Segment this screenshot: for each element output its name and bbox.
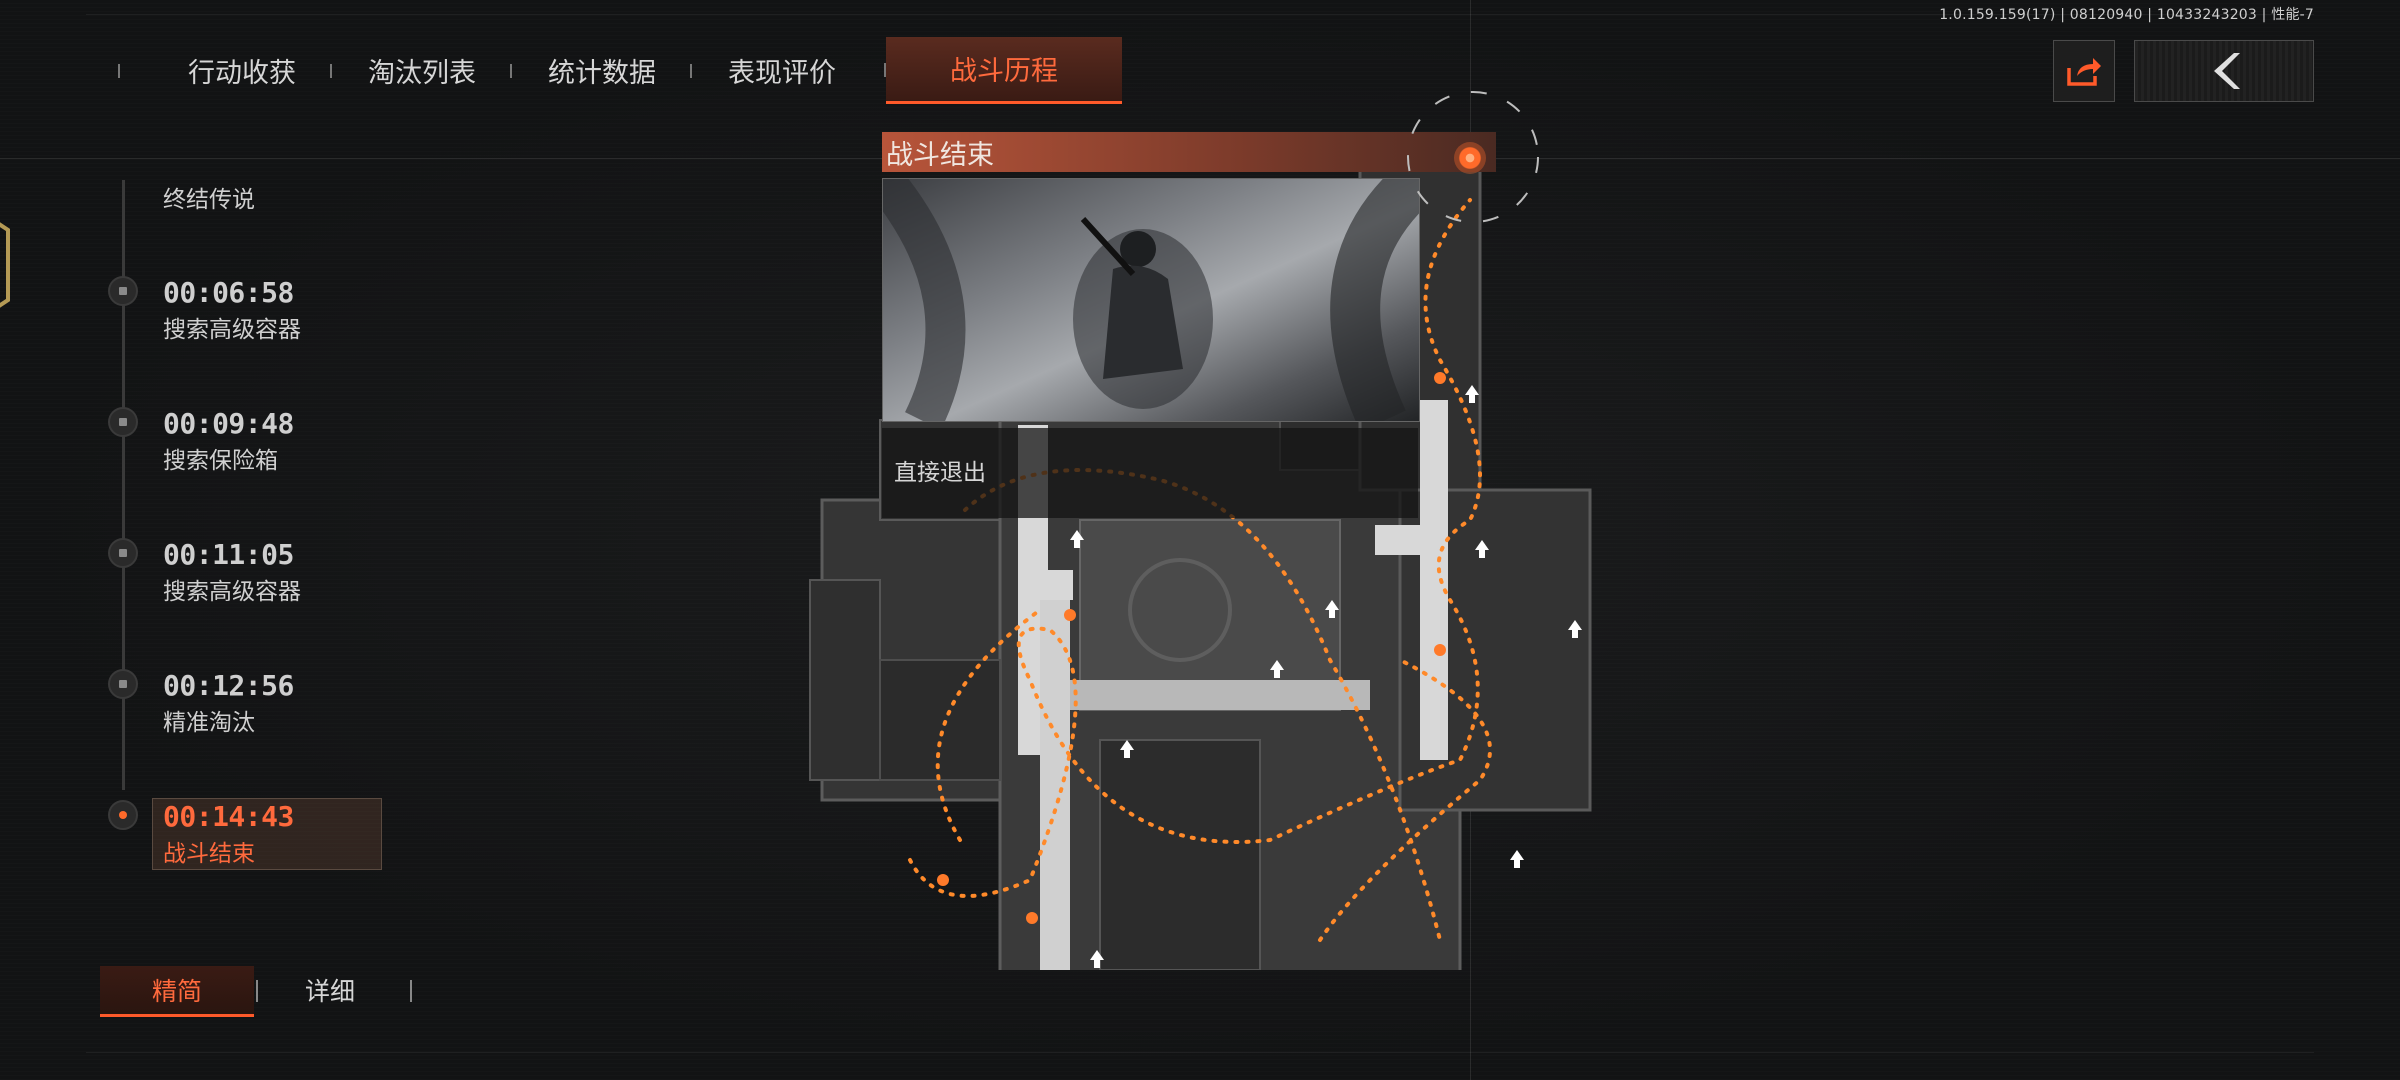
target-ring-icon [1407,91,1539,223]
event-label: 搜索保险箱 [163,448,278,474]
mode-separator [256,980,258,1002]
tab-separator [690,64,692,78]
current-position-marker[interactable] [1454,142,1486,174]
bottom-frame-line [86,1052,2314,1053]
event-time: 00:12:56 [163,669,294,702]
popup-title: 战斗结束 [882,132,1496,172]
tab-elimination-list[interactable]: 淘汰列表 [330,38,512,102]
tab-battle-history[interactable]: 战斗历程 [884,36,1122,104]
timeline-track [122,180,125,790]
timeline-top-label: 终结传说 [163,187,255,213]
tab-performance[interactable]: 表现评价 [690,38,872,102]
top-frame-line [86,14,2314,15]
tab-separator [510,64,512,78]
tab-separator [118,64,120,78]
tab-separator [884,62,886,77]
left-hex-ornament-icon [0,222,10,308]
tab-label: 表现评价 [728,57,836,89]
event-snapshot-image [882,178,1420,422]
tab-label: 战斗历程 [950,56,1058,87]
event-time-active: 00:14:43 [163,800,294,833]
version-text: 1.0.159.159(17) | 08120940 | 10433243203… [1939,7,2314,23]
event-label-active: 战斗结束 [163,841,255,867]
tab-separator [330,64,332,78]
event-label: 精准淘汰 [163,710,255,736]
event-label: 搜索高级容器 [163,317,301,343]
back-button[interactable] [2134,40,2314,102]
event-time: 00:09:48 [163,407,294,440]
top-tabs: 行动收获 淘汰列表 统计数据 表现评价 战斗历程 [118,36,1122,104]
tab-statistics[interactable]: 统计数据 [510,38,692,102]
timeline-node[interactable] [108,538,138,568]
tab-action-harvest[interactable]: 行动收获 [118,38,332,102]
tab-label: 统计数据 [548,57,656,89]
timeline-node[interactable] [108,407,138,437]
soldier-snapshot [883,179,1419,421]
tab-label: 行动收获 [188,57,296,89]
mode-separator [410,980,412,1002]
back-chevron-icon [2214,53,2240,89]
share-icon [2067,58,2101,86]
selected-event-highlight[interactable] [152,798,382,870]
timeline-node[interactable] [108,276,138,306]
mode-detail-button[interactable]: 详细 [304,977,355,1006]
mode-simple-button[interactable]: 精简 [100,966,254,1017]
popup-sub-label: 直接退出 [894,460,986,486]
timeline-node-active[interactable] [108,800,138,830]
tab-label: 淘汰列表 [368,57,476,89]
timeline-node[interactable] [108,669,138,699]
popup-subpanel: 直接退出 [882,428,1418,518]
event-label: 搜索高级容器 [163,579,301,605]
share-button[interactable] [2053,40,2115,102]
event-time: 00:06:58 [163,276,294,309]
event-time: 00:11:05 [163,538,294,571]
